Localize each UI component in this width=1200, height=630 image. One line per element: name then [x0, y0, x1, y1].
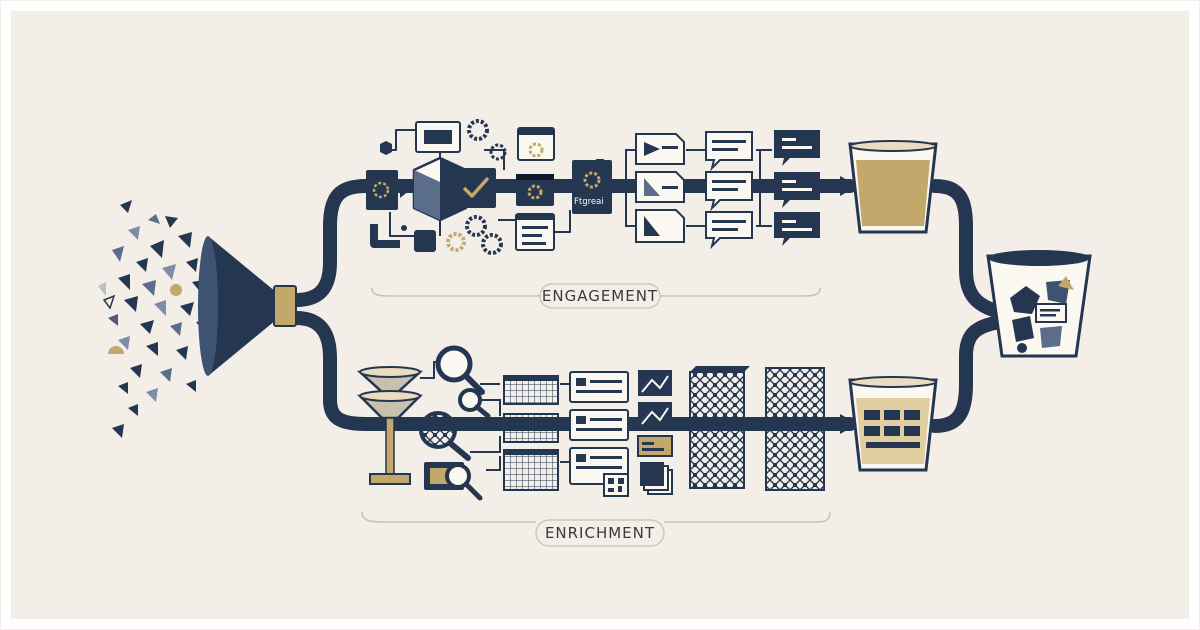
enrichment-cup-icon	[848, 376, 938, 472]
check-icon	[454, 168, 496, 208]
document-icon	[569, 371, 629, 403]
bottom-branch-pipe	[289, 311, 857, 431]
bottom-pipe-arrowhead	[840, 414, 858, 434]
document-icon	[569, 409, 629, 441]
engagement-label: ENGAGEMENT	[542, 287, 658, 305]
document-icon	[635, 209, 685, 243]
image-icon	[638, 402, 672, 428]
enrichment-mesh-block	[689, 371, 745, 489]
engagement-label-group: ENGAGEMENT	[371, 283, 821, 309]
magnifier-icon	[458, 388, 491, 419]
merged-cup-icon	[986, 250, 1092, 358]
qr-code-icon	[603, 473, 629, 497]
engagement-tag-text: Ftgreai	[574, 197, 604, 207]
grid-icon	[503, 449, 559, 491]
scattered-data-fragments	[98, 200, 206, 438]
monitor-gear-node	[366, 170, 398, 210]
engagement-process-nodes: Ftgreai	[366, 119, 612, 255]
engagement-cup-icon	[848, 140, 938, 234]
gear-icon	[489, 143, 507, 161]
bottom-to-merge-pipe	[928, 315, 1007, 433]
magnifier-icon	[419, 411, 471, 461]
magnifier-icon	[435, 345, 485, 395]
enrichment-label: ENRICHMENT	[545, 524, 655, 542]
chat-bubble-icon	[705, 171, 753, 212]
enrichment-process-nodes	[356, 345, 825, 501]
funnel-icon	[356, 366, 424, 485]
enrichment-mesh-block	[765, 367, 825, 491]
chat-bubble-icon	[705, 211, 753, 250]
magnifier-icon	[445, 463, 483, 501]
grid-icon	[503, 375, 559, 405]
flow-pipes	[289, 179, 1007, 433]
gear-icon	[446, 232, 466, 252]
funnel-icon	[198, 236, 297, 376]
gear-icon	[481, 233, 503, 255]
top-to-merge-pipe	[928, 179, 1007, 319]
top-pipe-arrowhead	[840, 176, 858, 196]
chat-bubble-icon	[705, 131, 753, 172]
document-icon	[635, 133, 685, 165]
document-stack-icon	[640, 462, 673, 495]
document-icon	[635, 171, 685, 203]
grid-icon	[503, 413, 559, 443]
top-branch-pipe	[289, 179, 857, 307]
chat-bubble-icon	[774, 172, 820, 208]
engagement-documents	[620, 130, 820, 250]
enrichment-label-group: ENRICHMENT	[361, 511, 831, 547]
chat-bubble-icon	[774, 212, 820, 246]
gear-icon	[465, 215, 487, 237]
chat-bubble-icon	[774, 130, 820, 166]
gear-icon	[467, 119, 489, 141]
image-icon	[638, 370, 672, 396]
